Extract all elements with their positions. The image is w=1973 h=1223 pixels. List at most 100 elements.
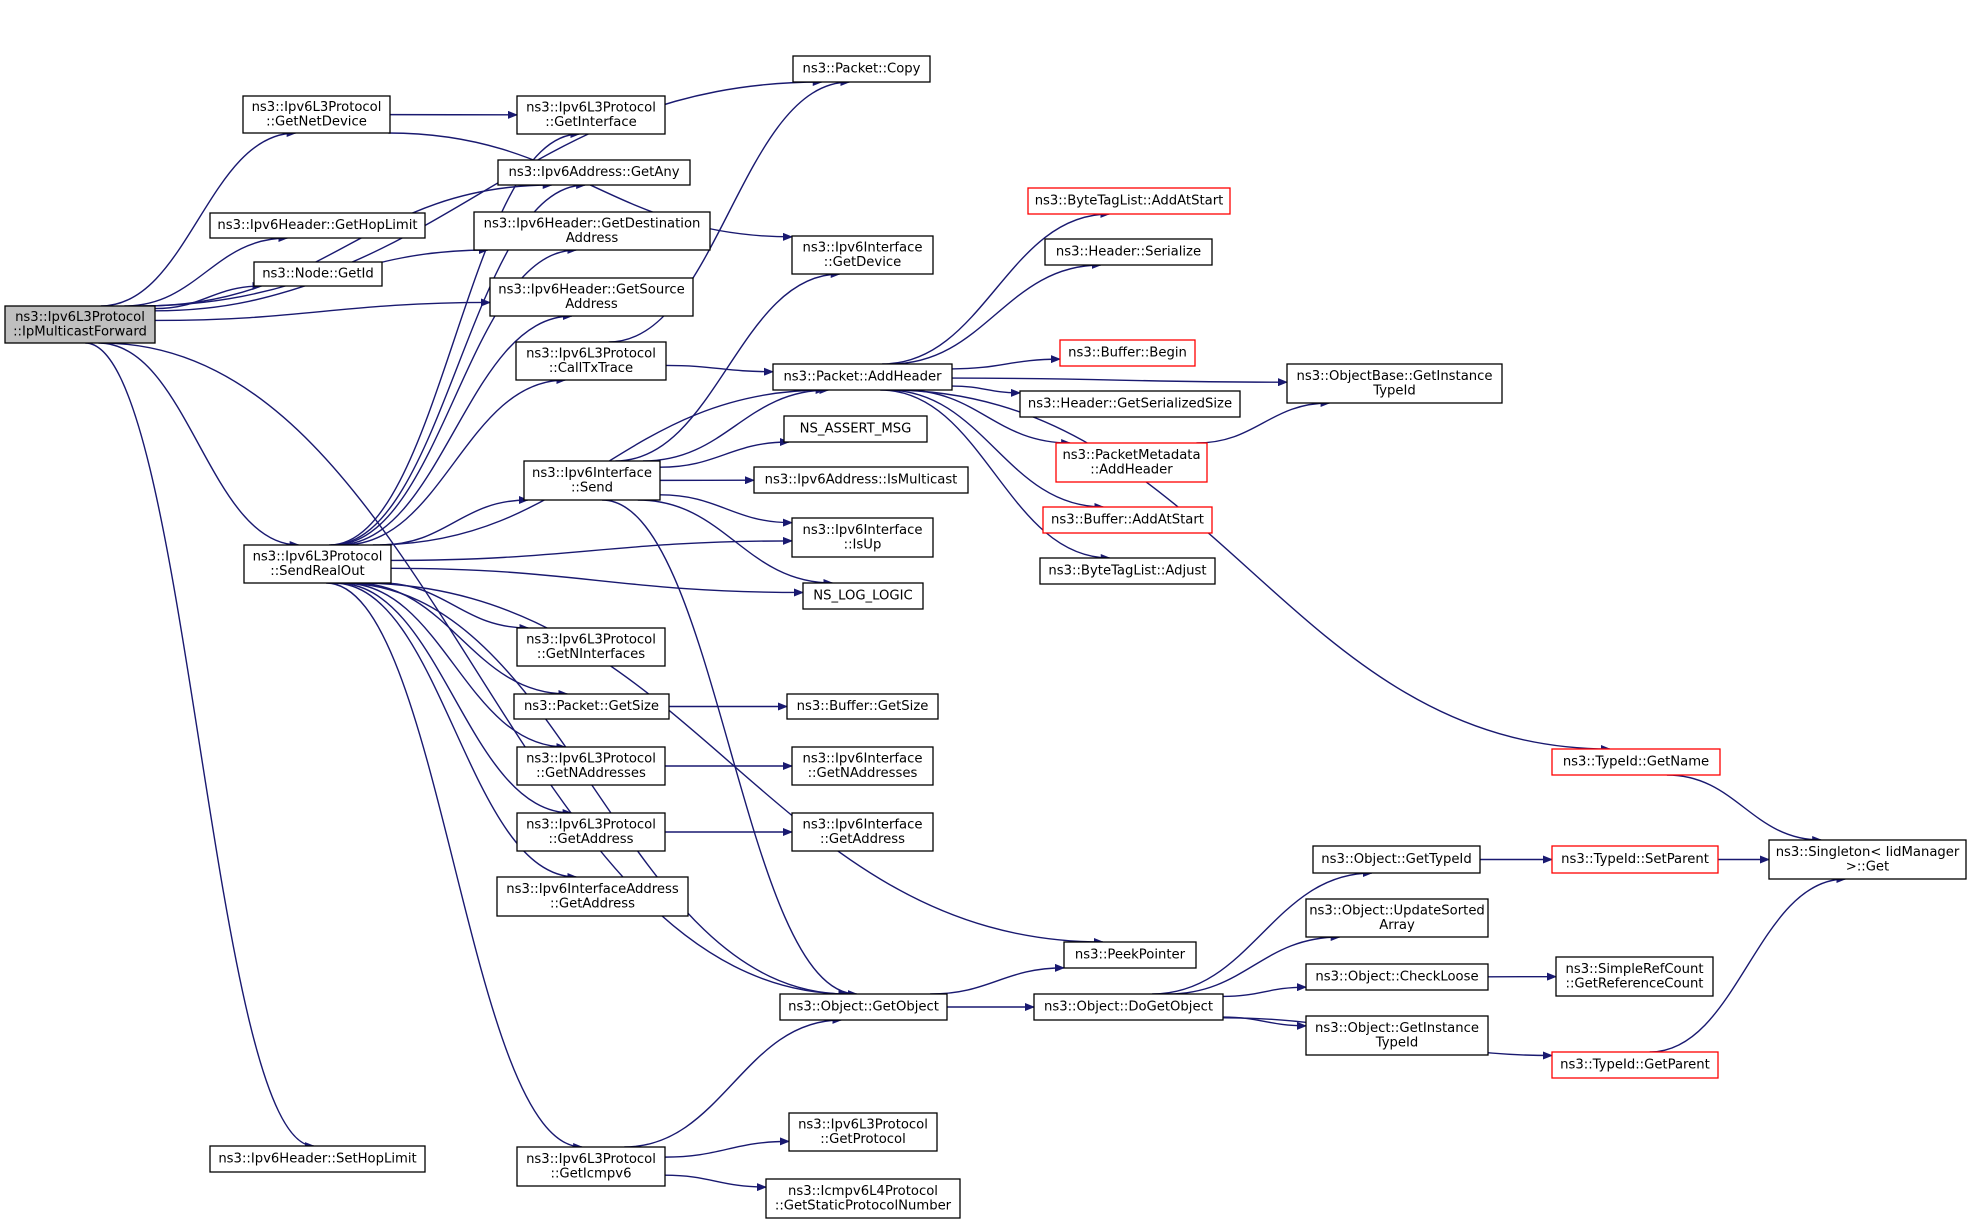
node-hdr-serialize[interactable]: ns3::Header::Serialize xyxy=(1044,238,1213,266)
node-getninterfaces[interactable]: ns3::Ipv6L3Protocol::GetNInterfaces xyxy=(516,627,666,667)
edge-n_calltxtrace-to-n_addheader xyxy=(665,364,774,376)
node-l3-getaddress[interactable]: ns3::Ipv6L3Protocol::GetAddress xyxy=(516,812,666,852)
node-label-line: ::GetInterface xyxy=(545,115,636,130)
node-root[interactable]: ns3::Ipv6L3Protocol::IpMulticastForward xyxy=(4,305,156,344)
node-copy[interactable]: ns3::Packet::Copy xyxy=(792,55,931,83)
edge-n_obj_dogetobject-to-n_obj_checkloose xyxy=(1222,983,1307,998)
node-label-line: ns3::Ipv6Interface xyxy=(802,751,922,766)
node-label-line: ::IpMulticastForward xyxy=(13,324,147,339)
node-icmp-getstatic[interactable]: ns3::Icmpv6L4Protocol::GetStaticProtocol… xyxy=(765,1178,961,1219)
node-getinterface[interactable]: ns3::Ipv6L3Protocol::GetInterface xyxy=(516,95,666,135)
node-btl-adjust[interactable]: ns3::ByteTagList::Adjust xyxy=(1039,557,1216,585)
node-box xyxy=(783,415,928,443)
node-typeid-setparent[interactable]: ns3::TypeId::SetParent xyxy=(1551,845,1719,874)
node-buf-addatstart[interactable]: ns3::Buffer::AddAtStart xyxy=(1042,506,1213,534)
node-label-line: ::GetAddress xyxy=(550,896,635,911)
edge-n_sendrealout-to-n_pkt_getsize xyxy=(354,582,569,698)
node-sethoplimit[interactable]: ns3::Ipv6Header::SetHopLimit xyxy=(209,1145,426,1173)
edge-n_root-to-n_getany xyxy=(142,181,553,307)
node-if-isup[interactable]: ns3::Ipv6Interface::IsUp xyxy=(791,517,934,558)
node-pm-addheader[interactable]: ns3::PacketMetadata::AddHeader xyxy=(1055,442,1208,483)
edge-n_sendrealout-to-n_l3_getaddress xyxy=(336,582,573,817)
node-label-line: ::IsUp xyxy=(844,537,882,552)
node-nodegetid[interactable]: ns3::Node::GetId xyxy=(253,261,383,287)
node-label-line: ns3::Buffer::GetSize xyxy=(797,699,929,714)
node-ifaddr-getaddress[interactable]: ns3::Ipv6InterfaceAddress::GetAddress xyxy=(496,876,689,917)
node-label-line: ns3::Ipv6L3Protocol xyxy=(253,549,383,564)
node-box xyxy=(209,212,426,239)
node-box xyxy=(1555,956,1714,997)
node-label-line: >::Get xyxy=(1846,859,1889,874)
node-buf-getsize[interactable]: ns3::Buffer::GetSize xyxy=(786,693,939,720)
node-label-line: ns3::Ipv6L3Protocol xyxy=(15,310,145,325)
node-label-line: ns3::Ipv6L3Protocol xyxy=(526,632,656,647)
node-label-line: NS_LOG_LOGIC xyxy=(813,589,912,604)
node-gethoplimit[interactable]: ns3::Ipv6Header::GetHopLimit xyxy=(209,212,426,239)
node-l3-geticmpv6[interactable]: ns3::Ipv6L3Protocol::GetIcmpv6 xyxy=(516,1146,666,1187)
node-box xyxy=(1033,993,1224,1021)
node-src-getrefcount[interactable]: ns3::SimpleRefCount::GetReferenceCount xyxy=(1555,956,1714,997)
node-typeid-getname[interactable]: ns3::TypeId::GetName xyxy=(1551,748,1721,776)
node-ns-log[interactable]: NS_LOG_LOGIC xyxy=(802,582,924,610)
node-label-line: ::GetNAddresses xyxy=(536,766,646,781)
node-box xyxy=(516,746,666,786)
edge-n_if_send-to-n_obj_getobject xyxy=(602,499,858,998)
node-ifgetdevice[interactable]: ns3::Ipv6Interface::GetDevice xyxy=(791,235,934,275)
edge-n_root-to-n_gethoplimit xyxy=(124,234,289,307)
node-box xyxy=(1768,839,1967,880)
node-sendrealout[interactable]: ns3::Ipv6L3Protocol::SendRealOut xyxy=(243,544,392,584)
node-peekpointer[interactable]: ns3::PeekPointer xyxy=(1063,941,1197,969)
node-if-getnaddr[interactable]: ns3::Ipv6Interface::GetNAddresses xyxy=(791,746,934,786)
edge-n_addheader-to-n_buf_addatstart xyxy=(886,389,1105,511)
node-label-line: ns3::Ipv6L3Protocol xyxy=(526,346,656,361)
node-box xyxy=(516,95,666,135)
node-getnetdevice[interactable]: ns3::Ipv6L3Protocol::GetNetDevice xyxy=(242,95,391,134)
node-obj-getobject[interactable]: ns3::Object::GetObject xyxy=(779,993,948,1021)
node-box xyxy=(516,812,666,852)
node-addheader[interactable]: ns3::Packet::AddHeader xyxy=(772,363,953,391)
edge-n_sendrealout-to-n_getsource xyxy=(336,312,574,546)
node-if-getaddress[interactable]: ns3::Ipv6Interface::GetAddress xyxy=(791,812,934,852)
node-box xyxy=(786,693,939,720)
edge-n_addheader-to-n_buf_begin xyxy=(951,355,1061,370)
node-ns-assert[interactable]: NS_ASSERT_MSG xyxy=(783,415,928,443)
edge-n_l3_geticmpv6-to-n_icmp_getstatic xyxy=(664,1174,767,1192)
node-singleton-get[interactable]: ns3::Singleton< IidManager>::Get xyxy=(1768,839,1967,880)
edge-n_addheader-to-n_typeid_getname xyxy=(888,389,1611,753)
node-label-line: ns3::Ipv6Interface xyxy=(532,466,652,481)
node-btl-addatstart[interactable]: ns3::ByteTagList::AddAtStart xyxy=(1027,187,1231,215)
node-getany[interactable]: ns3::Ipv6Address::GetAny xyxy=(497,159,691,186)
node-buf-begin[interactable]: ns3::Buffer::Begin xyxy=(1059,339,1196,367)
node-label-line: Array xyxy=(1379,918,1415,933)
node-hdr-getsersize[interactable]: ns3::Header::GetSerializedSize xyxy=(1019,390,1241,418)
node-l3-getprotocol[interactable]: ns3::Ipv6L3Protocol::GetProtocol xyxy=(788,1112,938,1152)
node-label-line: ns3::Ipv6Header::GetDestination xyxy=(484,216,701,231)
edge-n_sendrealout-to-n_if_isup xyxy=(390,536,793,562)
node-calltxtrace[interactable]: ns3::Ipv6L3Protocol::CallTxTrace xyxy=(515,341,667,381)
node-label-line: ns3::Ipv6L3Protocol xyxy=(526,100,656,115)
node-label-line: ns3::ByteTagList::AddAtStart xyxy=(1035,194,1224,209)
node-label-line: ns3::Ipv6L3Protocol xyxy=(252,100,382,115)
node-obj-dogetobject[interactable]: ns3::Object::DoGetObject xyxy=(1033,993,1224,1021)
node-if-send[interactable]: ns3::Ipv6Interface::Send xyxy=(523,460,661,501)
node-label-line: ns3::Object::GetInstance xyxy=(1315,1021,1479,1036)
node-ismulticast[interactable]: ns3::Ipv6Address::IsMulticast xyxy=(753,466,969,494)
node-box xyxy=(1312,845,1481,874)
edge-n_sendrealout-to-n_l3_geticmpv6 xyxy=(326,582,584,1151)
node-label-line: ns3::Ipv6L3Protocol xyxy=(526,1152,656,1167)
edge-n_root-to-n_getsource xyxy=(154,298,491,322)
node-obj-checkloose[interactable]: ns3::Object::CheckLoose xyxy=(1305,963,1489,991)
node-box xyxy=(513,693,670,720)
node-l3-getnaddr[interactable]: ns3::Ipv6L3Protocol::GetNAddresses xyxy=(516,746,666,786)
node-pkt-getsize[interactable]: ns3::Packet::GetSize xyxy=(513,693,670,720)
node-obj-gettypeid[interactable]: ns3::Object::GetTypeId xyxy=(1312,845,1481,874)
node-typeid-getparent[interactable]: ns3::TypeId::GetParent xyxy=(1551,1051,1719,1079)
node-box xyxy=(209,1145,426,1173)
edge-n_root-to-n_sendrealout xyxy=(98,342,300,549)
node-label-line: ::GetNInterfaces xyxy=(537,647,645,662)
